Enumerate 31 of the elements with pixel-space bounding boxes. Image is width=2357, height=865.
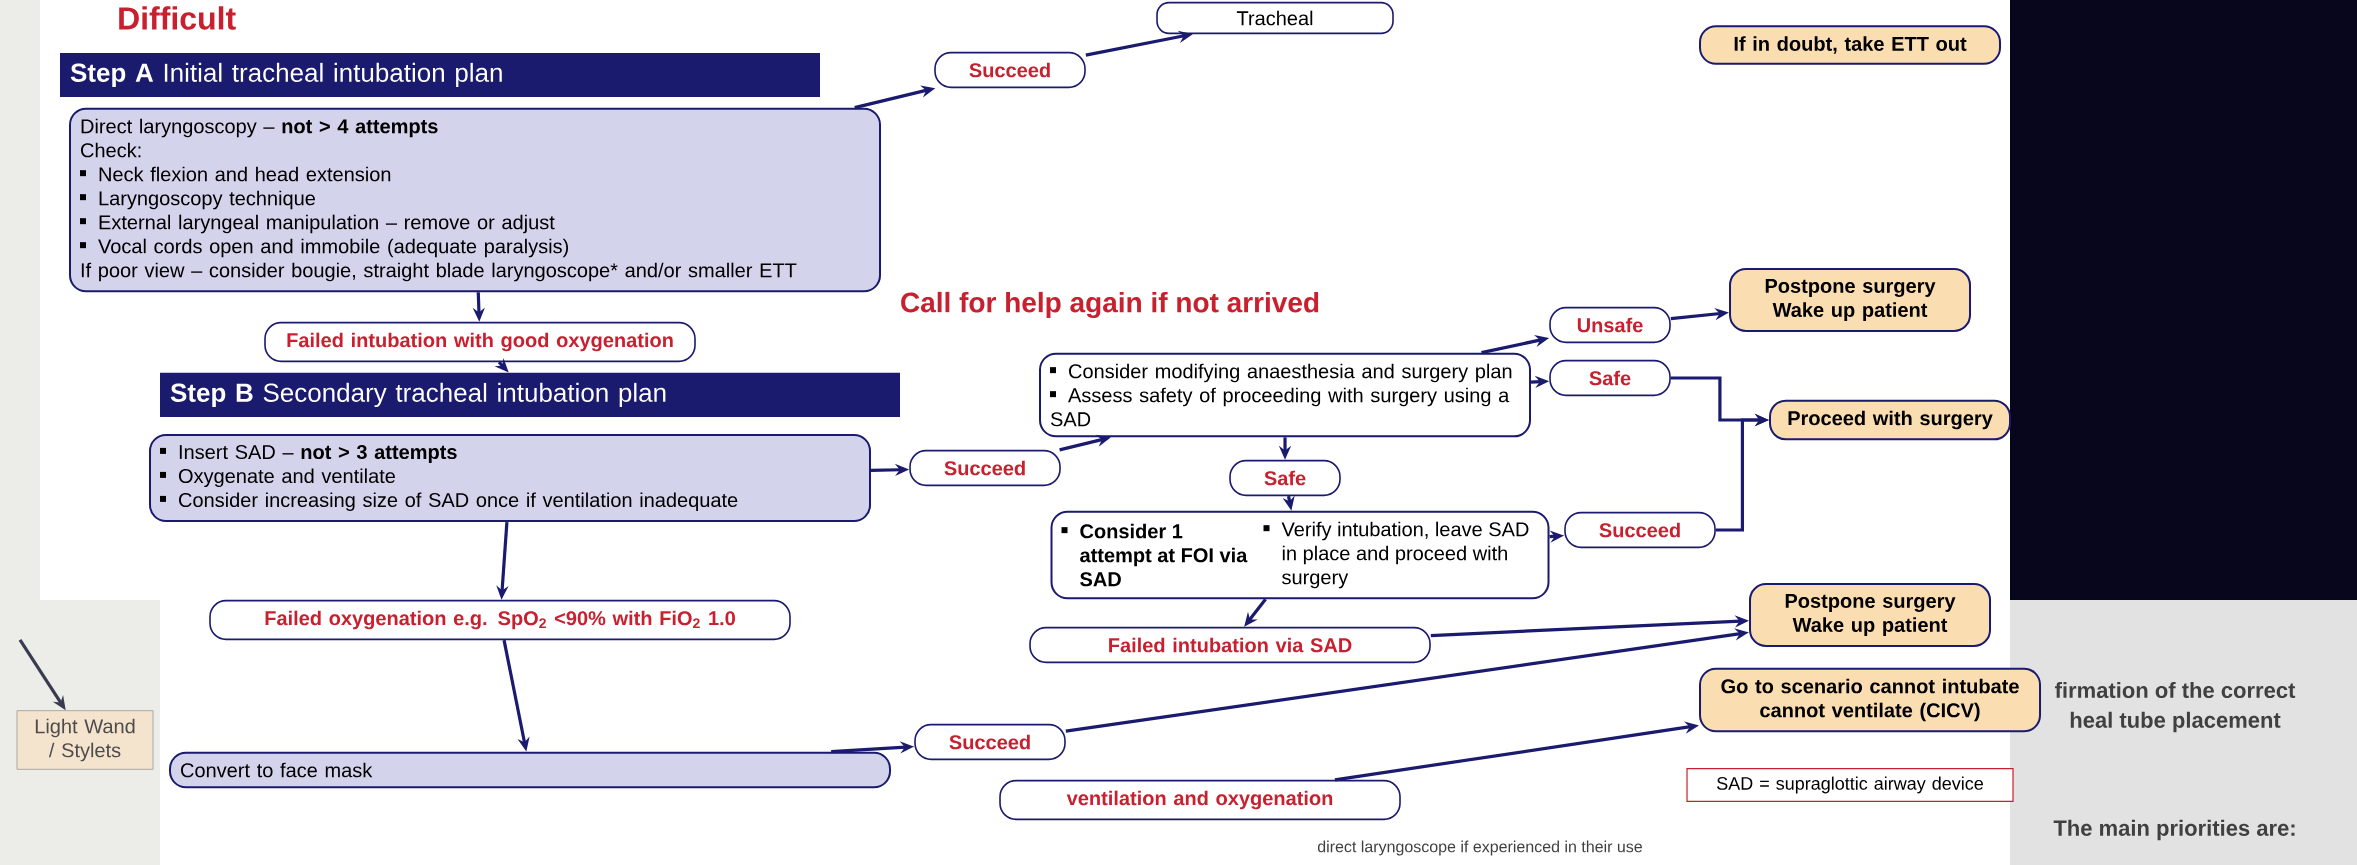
outcome-pill: ventilation and oxygenation (999, 779, 1401, 821)
process-box: Consider modifying anaesthesia and surgery plan Assess safety of proceeding with surgery using a SAD (1039, 352, 1531, 438)
outcome-pill: Failed intubation via SAD (1029, 626, 1431, 664)
label: The main priorities are: (2053, 819, 2295, 841)
label: Call for help again if not arrived (901, 291, 1319, 319)
result-box: If in doubt, take ETT out (1699, 25, 2001, 65)
label: heal tube placement (2070, 711, 2281, 733)
outcome-pill: Failed oxygenation e.g. SpO$_{2}$ <90% with FiO$_{2}$ 1.0 (209, 599, 791, 641)
header-band: Step A Initial tracheal intubation plan (60, 52, 820, 98)
title: Difficult (119, 6, 236, 30)
outcome-pill: Succeed (1564, 511, 1716, 549)
outcome-pill: Succeed (909, 449, 1061, 487)
outcome-pill: Unsafe (1549, 306, 1671, 344)
outcome-pill: Failed intubation with good oxygenation (264, 321, 696, 363)
outcome-pill: Safe (1549, 359, 1671, 397)
outcome-pill: Succeed (914, 723, 1066, 761)
note-box: SAD = supraglottic airway device (1686, 768, 2014, 802)
outcome-pill: Safe (1229, 459, 1341, 497)
process-box: Consider 1 attempt at FOI via SAD Verify intubation, leave SAD in place and proceed with surgery (1050, 510, 1550, 600)
process-box: Insert SAD – not > 3 attempts Oxygenate and ventilate Consider increasing size of SAD once if ventilation inadequate (149, 433, 871, 523)
result-box: Proceed with surgery (1769, 399, 2011, 441)
result-box: Postpone surgery Wake up patient (1749, 583, 1991, 647)
process-box: Convert to face mask (169, 751, 891, 789)
process-box: Direct laryngoscopy – not > 4 attempts Check: Neck flexion and head extension Laryngoscopy technique External laryngeal manipulation – remove or adjust Vocal cords open and immobile (adequate paralysis) If poor view – consider bougie, straight blade laryngoscope* and/or smaller ETT (69, 107, 881, 293)
label: direct laryngoscope if experienced in their use (1317, 840, 1642, 856)
outcome-pill: Succeed (934, 51, 1086, 89)
tool-box: Light Wand / Stylets (16, 710, 154, 770)
header-band: Step B Secondary tracheal intubation plan (160, 372, 900, 418)
process-box: Tracheal (1156, 1, 1394, 35)
result-box: Go to scenario cannot intubate cannot ventilate (CICV) (1699, 667, 2041, 733)
result-box: Postpone surgery Wake up patient (1729, 268, 1971, 332)
